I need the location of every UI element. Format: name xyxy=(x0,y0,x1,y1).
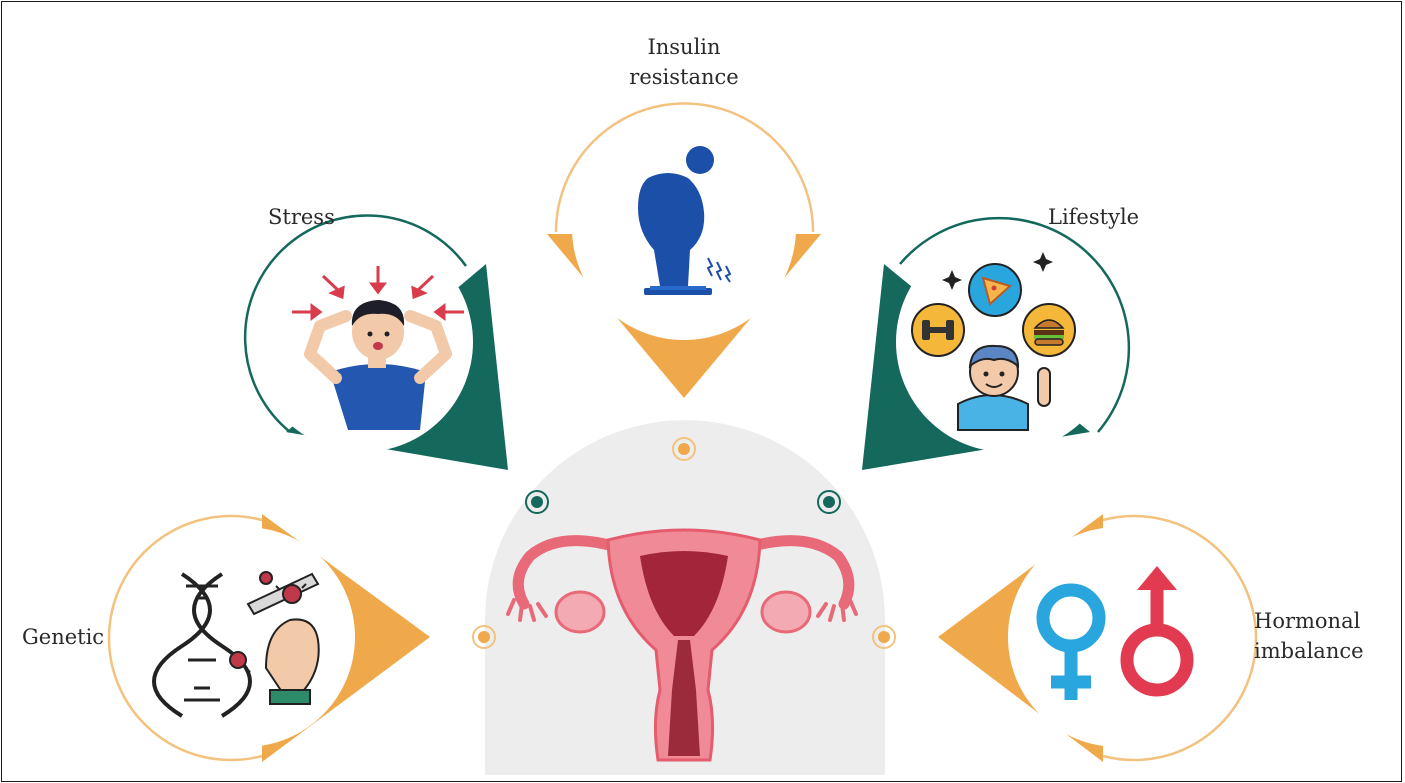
lifestyle-food-exercise-icon xyxy=(911,252,1076,431)
hormonal-imbalance-label: Hormonal imbalance xyxy=(1254,606,1364,666)
connector-dot-right xyxy=(872,625,896,649)
dna-research-icon xyxy=(152,571,320,718)
insulin-resistance-label-line1: Insulin xyxy=(647,35,721,59)
stress-node xyxy=(243,214,508,470)
insulin-resistance-node xyxy=(547,102,821,398)
stress-label: Stress xyxy=(268,205,335,229)
hormonal-imbalance-node xyxy=(938,514,1258,762)
connector-dot-top xyxy=(672,437,696,461)
stressed-person-icon xyxy=(292,266,464,430)
insulin-resistance-label-line2: resistance xyxy=(629,65,739,89)
lifestyle-label: Lifestyle xyxy=(1048,205,1140,229)
insulin-resistance-label: Insulin resistance xyxy=(614,32,754,92)
lifestyle-node xyxy=(862,216,1131,470)
uterus-illustration xyxy=(506,528,858,762)
connector-dot-upper-right xyxy=(817,490,841,514)
connector-dot-left xyxy=(472,625,496,649)
genetic-node xyxy=(107,514,430,762)
gender-symbols-icon xyxy=(1036,566,1194,700)
connector-dot-upper-left xyxy=(525,490,549,514)
overweight-person-on-scale-icon xyxy=(638,146,732,295)
hormonal-imbalance-label-line2: imbalance xyxy=(1254,639,1364,663)
genetic-label: Genetic xyxy=(22,625,105,649)
hormonal-imbalance-label-line1: Hormonal xyxy=(1254,609,1361,633)
